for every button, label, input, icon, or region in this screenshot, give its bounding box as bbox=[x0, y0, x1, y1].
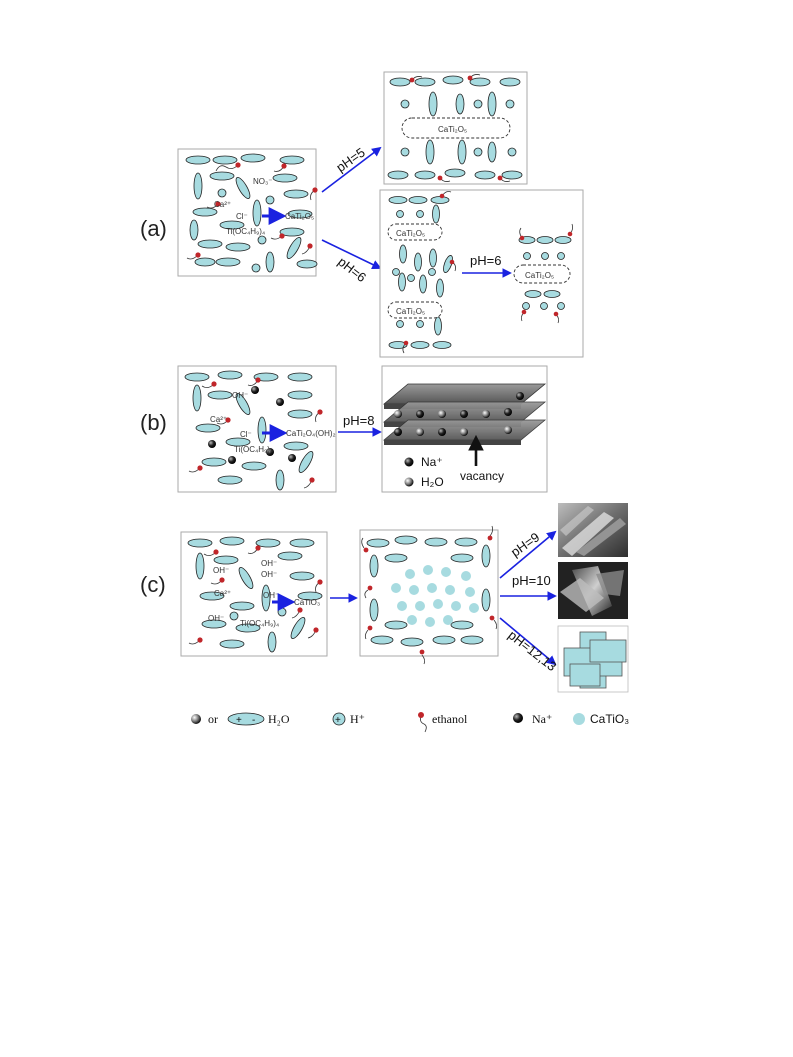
svg-text:-: - bbox=[252, 715, 255, 726]
right-product-label: CaTi₂O₅ bbox=[525, 271, 554, 280]
product-layer-lower bbox=[387, 301, 443, 319]
ethanol-molecules bbox=[188, 377, 323, 489]
legend-or: or bbox=[208, 712, 218, 726]
chloride-label: Cl⁻ bbox=[240, 430, 252, 439]
panel-c-cluster-box bbox=[359, 525, 499, 665]
water-molecules bbox=[184, 370, 314, 491]
sodium-ball bbox=[404, 457, 414, 467]
mid-product-label-lower: CaTi₂O₅ bbox=[396, 307, 425, 316]
chloride-label: Cl⁻ bbox=[236, 212, 248, 221]
panel-a-ph5-box: CaTi₂O₅ bbox=[383, 71, 528, 185]
panel-b-start-box: OH⁻ Ca²⁺ Cl⁻ Ti(OC₄H₉)₄ CaTi₂O₄(OH)₂ bbox=[177, 365, 337, 493]
legend-ethanol: ethanol bbox=[432, 712, 468, 726]
proton-icon bbox=[332, 712, 346, 726]
ethanol-icon-tail bbox=[420, 715, 427, 733]
svg-text:+: + bbox=[335, 715, 341, 726]
hydroxide-label-3: OH⁻ bbox=[213, 566, 229, 575]
product-layer bbox=[401, 117, 511, 139]
panel-a-ph6-box: CaTi₂O₅ CaTi₂O₅ pH=6 CaTi₂O₅ bbox=[379, 189, 584, 358]
catio3-nuclei bbox=[391, 565, 479, 627]
vacancy-label: vacancy bbox=[460, 469, 504, 483]
water-molecules bbox=[187, 536, 323, 653]
sem-rods-image bbox=[558, 503, 628, 557]
water-molecules bbox=[185, 153, 318, 273]
hydroxide-label: OH⁻ bbox=[232, 391, 248, 400]
top-product-label: CaTi₂O₅ bbox=[438, 125, 467, 134]
ethanol-molecules bbox=[402, 191, 456, 354]
layered-sheets bbox=[382, 383, 547, 445]
ethanol-molecules bbox=[186, 162, 318, 260]
catio3-icon bbox=[573, 713, 585, 725]
ethanol-molecules bbox=[409, 74, 511, 182]
legend-proton: H⁺ bbox=[350, 712, 365, 726]
svg-text:+: + bbox=[236, 715, 242, 726]
sodium-label: Na⁺ bbox=[421, 455, 443, 469]
ph6-arrow bbox=[321, 239, 382, 269]
ph9-arrow bbox=[499, 530, 557, 579]
legend: or + - H₂O + H⁺ ethanol Na⁺ CaTiO₃ bbox=[191, 712, 629, 733]
product-label: CaTi₂O₄(OH)₂ bbox=[286, 429, 336, 438]
water-ball bbox=[404, 477, 414, 487]
cuboid-crystal-image bbox=[557, 625, 629, 693]
hydroxide-label-1: OH⁻ bbox=[261, 559, 277, 568]
panel-b-label: (b) bbox=[140, 410, 167, 435]
layer-molecules bbox=[387, 75, 523, 180]
hydroxide-label-2: OH⁻ bbox=[261, 570, 277, 579]
sem-plates-image bbox=[558, 562, 628, 619]
intercalated-ions bbox=[394, 392, 524, 436]
legend-catio3: CaTiO₃ bbox=[590, 712, 629, 726]
precursor-label: Ti(OC₄H₉)₄ bbox=[234, 445, 273, 454]
panel-a-start-box: NO₃⁻ Ca²⁺ Cl⁻ Ti(OC₄H₉)₄ CaTi₂O₅ bbox=[177, 148, 318, 277]
ethanol-molecules bbox=[361, 525, 498, 665]
legend-sodium: Na⁺ bbox=[532, 712, 552, 726]
product-label: CaTi₂O₅ bbox=[285, 212, 314, 221]
hydroxide-balls bbox=[208, 386, 296, 464]
hydroxide-label-5: OH⁻ bbox=[208, 614, 224, 623]
ph10-label: pH=10 bbox=[512, 573, 551, 588]
protons bbox=[217, 188, 275, 273]
calcium-label: Ca²⁺ bbox=[210, 415, 227, 424]
ph6-right-label: pH=6 bbox=[470, 253, 501, 268]
ph12-arrow bbox=[499, 617, 557, 666]
precursor-label: Ti(OC₄H₉)₄ bbox=[240, 619, 279, 628]
ph6-label: pH=6 bbox=[335, 254, 369, 285]
water-ball-icon bbox=[191, 714, 201, 724]
legend-water: H₂O bbox=[268, 712, 290, 726]
panel-c-start-box: OH⁻ OH⁻ OH⁻ OH⁻ OH⁻ Ca²⁺ Ti(OC₄H₉)₄ CaTi… bbox=[180, 531, 328, 657]
ethanol-icon bbox=[418, 712, 424, 718]
water-dipole-icon bbox=[227, 712, 265, 726]
ph8-label: pH=8 bbox=[343, 413, 374, 428]
hydroxide-label-4: OH⁻ bbox=[263, 591, 279, 600]
layer-molecules bbox=[388, 196, 453, 349]
ethanol-molecules bbox=[188, 545, 323, 645]
sodium-ball-icon bbox=[513, 713, 523, 723]
precursor-label: Ti(OC₄H₉)₄ bbox=[226, 227, 265, 236]
panel-c-label: (c) bbox=[140, 572, 166, 597]
water-ring bbox=[366, 535, 491, 647]
right-product-layer bbox=[513, 264, 571, 284]
product-layer-upper bbox=[387, 223, 443, 241]
water-label: H₂O bbox=[421, 475, 444, 489]
panel-a-label: (a) bbox=[140, 216, 167, 241]
ph12-label: pH=12,13 bbox=[505, 627, 559, 674]
right-layer-molecules bbox=[518, 223, 574, 324]
ph9-label: pH=9 bbox=[508, 529, 542, 559]
ph5-arrow bbox=[321, 146, 382, 193]
mid-product-label: CaTi₂O₅ bbox=[396, 229, 425, 238]
nitrate-label: NO₃⁻ bbox=[253, 177, 272, 186]
panel-b-layered-box: vacancy Na⁺ H₂O bbox=[381, 365, 548, 493]
calcium-label: Ca²⁺ bbox=[214, 589, 231, 598]
calcium-label: Ca²⁺ bbox=[214, 200, 231, 209]
product-label: CaTiO₃ bbox=[294, 598, 320, 607]
